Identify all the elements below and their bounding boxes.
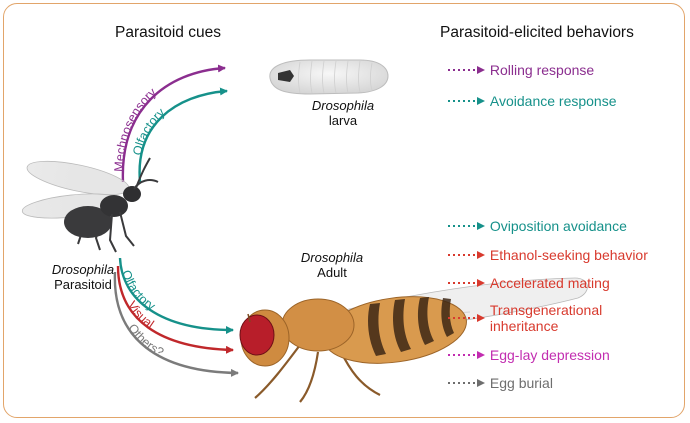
larva-caption: Drosophila larva bbox=[298, 98, 388, 128]
parasitoid-species: Drosophila bbox=[51, 262, 115, 277]
behavior-avoidance-response: Avoidance response bbox=[448, 92, 617, 109]
dotted-arrow-icon bbox=[448, 251, 485, 260]
dotted-arrow-icon bbox=[448, 279, 485, 288]
larva-mouthhook-icon bbox=[278, 70, 294, 82]
behavior-egg-lay-depression: Egg-lay depression bbox=[448, 346, 610, 363]
behavior-transgenerational-inheritance: Transgenerational inheritance bbox=[448, 302, 602, 334]
visual-cue-arrow bbox=[116, 265, 234, 354]
parasitoid-caption: Drosophila Parasitoid bbox=[38, 262, 128, 292]
behavior-egg-burial: Egg burial bbox=[448, 374, 553, 391]
adult-olfactory-cue-arrow bbox=[118, 257, 234, 334]
mechanosensory-cue-arrow bbox=[121, 64, 226, 183]
larva-stage: larva bbox=[328, 113, 358, 128]
adult-stage: Adult bbox=[317, 265, 347, 280]
parasitoid-wasp-illustration bbox=[21, 157, 159, 253]
dotted-arrow-icon bbox=[448, 66, 485, 75]
behavior-oviposition-avoidance: Oviposition avoidance bbox=[448, 217, 627, 234]
transgenerational-line2: inheritance bbox=[489, 318, 559, 334]
larva-olfactory-cue-arrow bbox=[138, 87, 228, 183]
dotted-arrow-icon bbox=[448, 351, 485, 360]
larva-species: Drosophila bbox=[311, 98, 375, 113]
behavior-accelerated-mating: Accelerated mating bbox=[448, 274, 610, 291]
dotted-arrow-icon bbox=[448, 97, 485, 106]
adult-fly-illustration bbox=[239, 277, 588, 403]
adult-caption: Drosophila Adult bbox=[287, 250, 377, 280]
behavior-ethanol-seeking: Ethanol-seeking behavior bbox=[448, 246, 648, 263]
adult-species: Drosophila bbox=[300, 250, 364, 265]
larva-illustration bbox=[269, 59, 389, 95]
behaviors-header: Parasitoid-elicited behaviors bbox=[440, 24, 634, 41]
cues-header: Parasitoid cues bbox=[115, 24, 221, 41]
dotted-arrow-icon bbox=[448, 222, 485, 231]
dotted-arrow-icon bbox=[448, 314, 485, 322]
others-cue-arrow bbox=[113, 271, 239, 377]
dotted-arrow-icon bbox=[448, 379, 485, 388]
transgenerational-line1: Transgenerational bbox=[489, 302, 603, 318]
parasitoid-label: Parasitoid bbox=[54, 277, 112, 292]
behavior-rolling-response: Rolling response bbox=[448, 61, 594, 78]
